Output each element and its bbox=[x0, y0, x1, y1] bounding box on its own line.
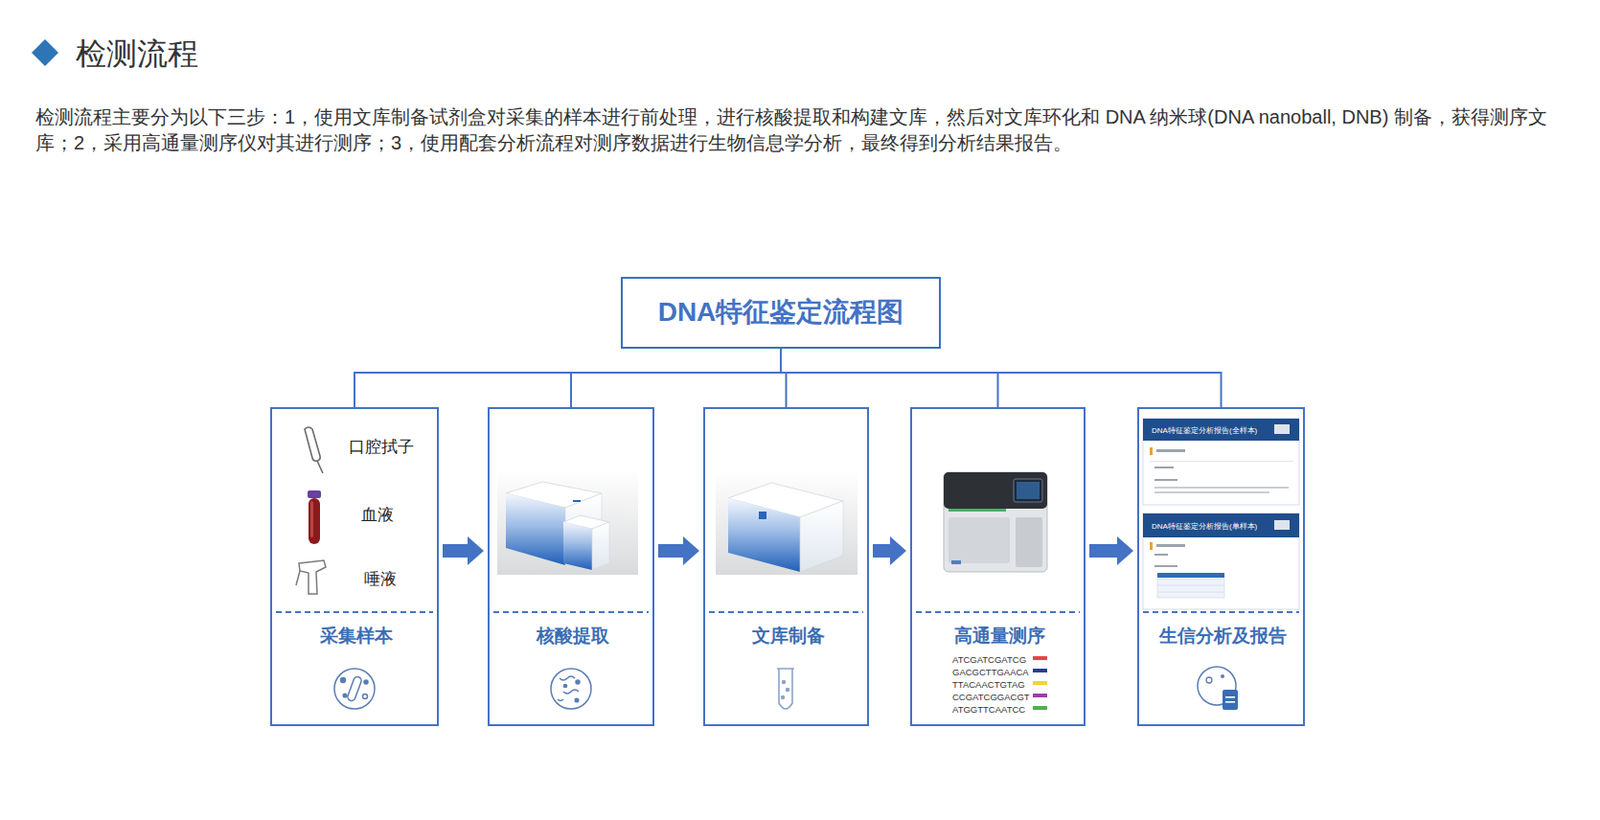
library-kit-image bbox=[715, 471, 858, 575]
step-label: 高通量测序 bbox=[954, 625, 1046, 647]
tree-connector bbox=[780, 348, 999, 408]
sequence-color-bar bbox=[1032, 656, 1048, 710]
report-thumbnail bbox=[1142, 418, 1300, 610]
sample-type: 口腔拭子 bbox=[348, 437, 414, 458]
tree-connector bbox=[354, 348, 781, 408]
report-icon bbox=[1197, 666, 1238, 710]
sequence-read: ATCGATCGATCG bbox=[952, 655, 1027, 666]
blood-tube-icon bbox=[307, 490, 321, 545]
step-label: 核酸提取 bbox=[536, 625, 610, 647]
report-header: DNA特征鉴定分析报告(全样本) bbox=[1151, 426, 1258, 435]
process-box: 核酸提取 bbox=[487, 407, 655, 727]
sample-icon bbox=[334, 668, 375, 709]
tree-connector bbox=[571, 348, 781, 408]
flow-arrow bbox=[658, 536, 700, 566]
process-box: 文库制备 bbox=[703, 407, 869, 727]
sequence-read: CCGATCGGACGT bbox=[952, 692, 1030, 704]
report-header: DNA特征鉴定分析报告(单样本) bbox=[1151, 522, 1258, 531]
step-label: 生信分析及报告 bbox=[1159, 625, 1287, 647]
swab-icon bbox=[304, 427, 323, 474]
flow-arrow bbox=[1089, 536, 1134, 566]
sequence-read: GACGCTTGAACA bbox=[952, 667, 1029, 679]
sequencer-image bbox=[943, 472, 1048, 572]
extraction-kit-image bbox=[497, 469, 639, 575]
tree-connector bbox=[780, 348, 1222, 408]
sample-type: 唾液 bbox=[364, 570, 397, 590]
nucleic-acid-icon bbox=[550, 668, 592, 709]
sequence-read: ATGGTTCAATCC bbox=[952, 705, 1026, 716]
heading-diamond bbox=[31, 39, 59, 67]
page-heading: 检测流程 bbox=[75, 33, 199, 76]
process-box: 口腔拭子血液唾液采集样本 bbox=[270, 407, 439, 727]
step-label: 文库制备 bbox=[752, 625, 825, 647]
saliva-collector-icon bbox=[296, 560, 326, 595]
diagram-title: DNA特征鉴定流程图 bbox=[658, 297, 905, 328]
sample-type: 血液 bbox=[361, 505, 394, 526]
process-box: DNA特征鉴定分析报告(全样本) DNA特征鉴定分析报告(单样本) 生信分析及报告 bbox=[1137, 407, 1305, 727]
process-box: 高通量测序 ATCGATCGATCGGACGCTTGAACATTACAACTGTA… bbox=[910, 407, 1086, 727]
flow-arrow bbox=[872, 536, 907, 566]
dashed-separator bbox=[275, 611, 1300, 614]
step-label: 采集样本 bbox=[320, 625, 393, 647]
flow-arrow bbox=[442, 536, 484, 566]
test-tube-icon bbox=[777, 668, 795, 709]
title-box: DNA特征鉴定流程图 bbox=[620, 276, 941, 349]
intro-paragraph: 检测流程主要分为以下三步：1，使用文库制备试剂盒对采集的样本进行前处理，进行核酸… bbox=[35, 104, 1569, 157]
sequence-read: TTACAACTGTAG bbox=[952, 680, 1026, 691]
